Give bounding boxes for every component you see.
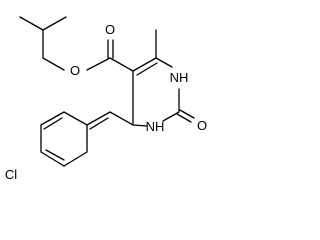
bond-cester-c5 bbox=[109, 57, 134, 72]
bond-ar5-ar6 bbox=[40, 151, 65, 167]
oxo-oxygen-label: O bbox=[197, 118, 207, 133]
bond-ar6-ar7 bbox=[63, 151, 88, 167]
atom-labels: O O NH NH O Cl bbox=[5, 22, 207, 182]
bond-ch2-oester bbox=[42, 57, 65, 71]
bond-n3-c4 bbox=[132, 124, 148, 127]
molecule-drawing: O O NH NH O Cl bbox=[5, 16, 207, 182]
bond-ar2-ar3 bbox=[63, 111, 88, 126]
n1-label: NH bbox=[170, 70, 189, 85]
bond-c6-n1 bbox=[155, 57, 173, 68]
bond-c5-c6 bbox=[132, 57, 157, 72]
bond-ar3-ar4 bbox=[40, 111, 65, 126]
bond-c2-o-double-a bbox=[179, 109, 195, 119]
bond-c2-n3 bbox=[162, 111, 180, 122]
bonds bbox=[19, 16, 195, 167]
bond-ar3-ar4-inner bbox=[43, 117, 63, 130]
carbonyl-oxygen-label: O bbox=[105, 22, 115, 37]
chlorine-label: Cl bbox=[5, 167, 17, 182]
n3-label: NH bbox=[146, 119, 165, 134]
bond-ch-ch3b bbox=[42, 16, 67, 31]
bond-ar1-ar2 bbox=[86, 111, 111, 126]
structure-canvas: O O NH NH O Cl bbox=[5, 16, 207, 182]
bond-c4-ar1 bbox=[109, 111, 134, 126]
bond-ch3a-ch bbox=[19, 16, 44, 31]
bond-oester-cester bbox=[86, 57, 111, 71]
bond-c5-c6-inner bbox=[136, 62, 158, 76]
bond-ar5-ar6-inner bbox=[45, 149, 65, 161]
bond-ar1-ar2-inner bbox=[89, 117, 109, 130]
ester-oxygen-label: O bbox=[70, 63, 80, 78]
bond-c2-o-double-b bbox=[176, 113, 192, 123]
